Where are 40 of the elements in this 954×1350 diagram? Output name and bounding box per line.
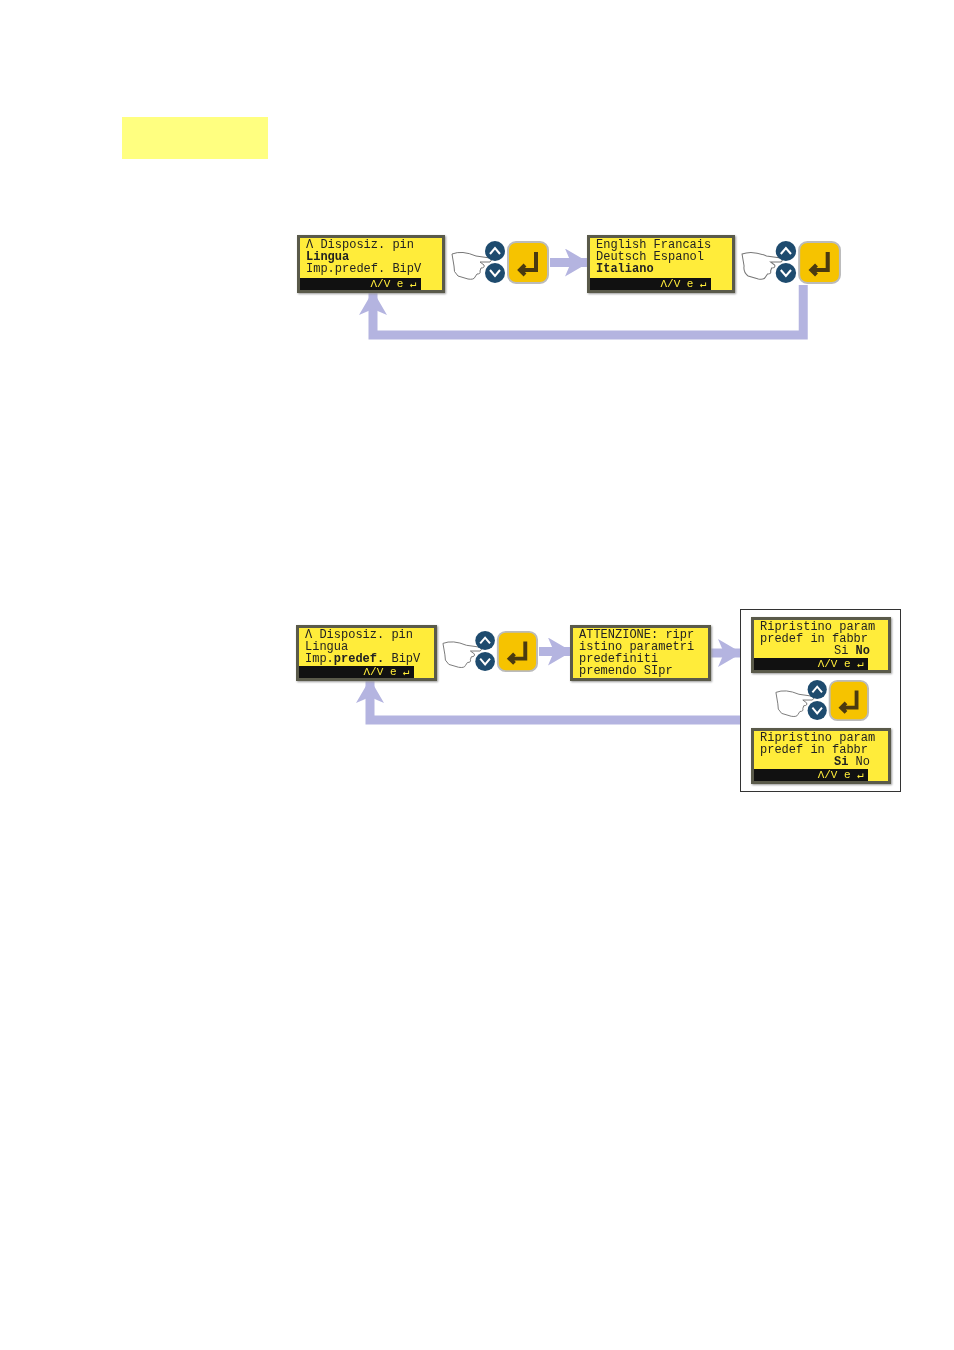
arrow — [359, 285, 808, 340]
display-text: Λ Disposiz. pin — [305, 629, 415, 641]
status-bar: Λ/V e ↵ — [300, 278, 421, 290]
display-text: Imp.predef. BipV — [305, 653, 422, 665]
arrow — [539, 637, 572, 666]
display-text: Italiano — [596, 263, 654, 275]
lcd-screen — [751, 728, 891, 784]
status-bar: Λ/V e ↵ — [754, 658, 868, 670]
display-text: predef in fabbr — [760, 744, 869, 756]
arrow — [356, 679, 740, 725]
arrow — [550, 248, 589, 277]
display-text: istino parametri — [579, 641, 696, 653]
display-text: Si No — [833, 645, 871, 657]
arrow — [711, 639, 742, 667]
keypad-drawing — [441, 630, 539, 673]
panel-frame — [740, 609, 901, 792]
status-bar: Λ/V e ↵ — [590, 278, 711, 290]
status-bar: Λ/V e ↵ — [754, 769, 868, 781]
display-text: Λ Disposiz. pin — [306, 239, 416, 251]
lcd-screen — [751, 617, 891, 673]
display-text: English Francais — [596, 239, 713, 251]
keypad-drawing — [450, 240, 550, 285]
lcd-screen — [296, 625, 437, 681]
display-text: Lingua — [306, 251, 350, 263]
display-text: Lingua — [305, 641, 349, 653]
keypad-drawing — [740, 240, 842, 285]
display-text: ATTENZIONE: ripr — [579, 629, 696, 641]
display-text: Ripristino param — [760, 732, 877, 744]
display-text: Ripristino param — [760, 621, 877, 633]
display-text: predef in fabbr — [760, 633, 869, 645]
display-text: predefiniti — [579, 653, 659, 665]
lcd-screen — [587, 235, 735, 293]
display-text: Imp.predef. BipV — [306, 263, 423, 275]
display-text: Deutsch Espanol — [596, 251, 706, 263]
lcd-screen — [297, 235, 445, 293]
lcd-screen — [570, 625, 711, 681]
display-text: premendo SIpr — [579, 665, 674, 677]
display-text: Si No — [833, 756, 871, 768]
keypad-drawing — [774, 679, 870, 722]
status-bar: Λ/V e ↵ — [299, 666, 414, 678]
